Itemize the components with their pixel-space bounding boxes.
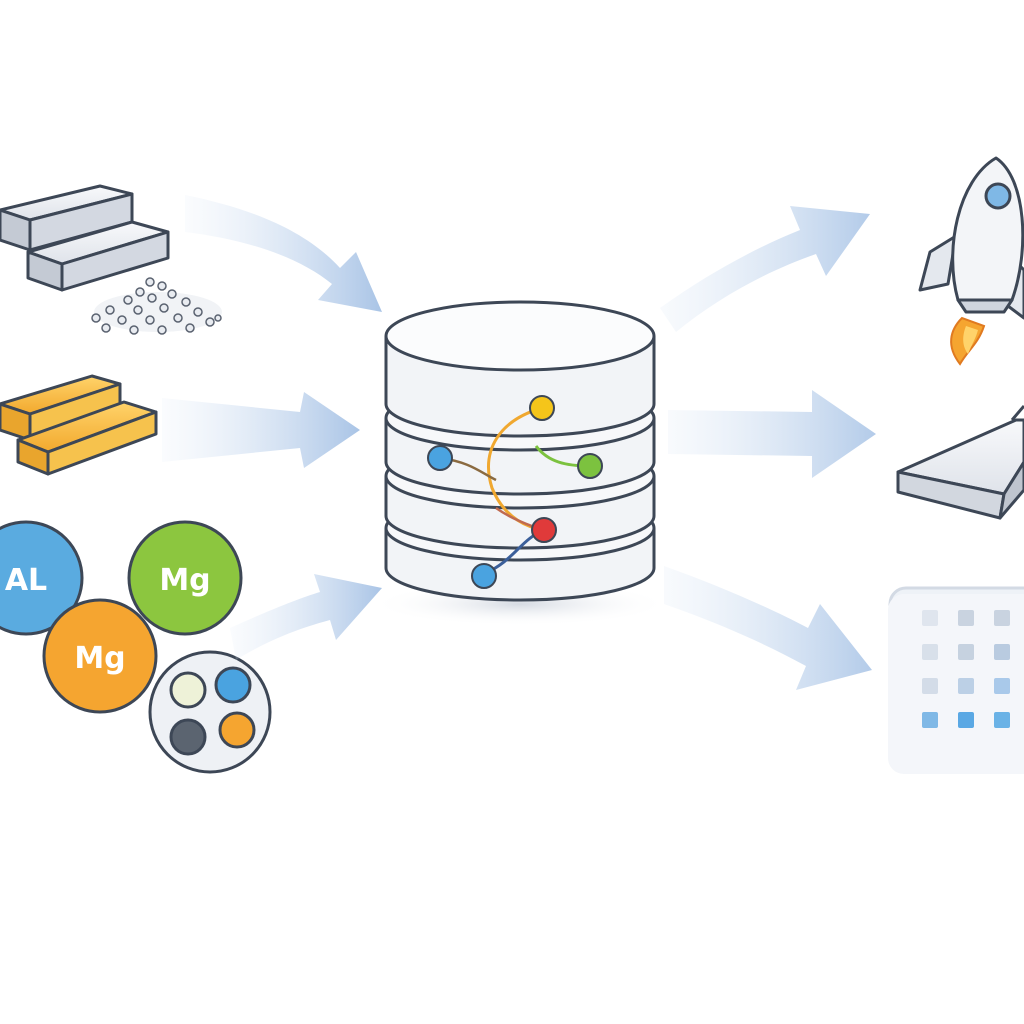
rocket-icon bbox=[918, 156, 1024, 366]
grid-cell bbox=[958, 678, 974, 694]
element-circle-mg-green: Mg bbox=[127, 520, 243, 636]
grid-cell bbox=[922, 644, 938, 660]
element-label-mg-green: Mg bbox=[159, 563, 210, 598]
output-arrow-middle bbox=[668, 390, 876, 478]
input-arrow-top bbox=[185, 195, 382, 312]
grid-cell bbox=[922, 678, 938, 694]
input-arrow-bottom bbox=[230, 574, 382, 660]
database-icon bbox=[370, 300, 670, 626]
graph-node-yellow bbox=[529, 395, 555, 421]
element-circle-mg-orange: Mg bbox=[42, 598, 158, 714]
grid-cell bbox=[994, 610, 1010, 626]
output-arrow-bottom bbox=[664, 566, 872, 690]
graph-node-blue-bottom bbox=[471, 563, 497, 589]
silver-ingots-icon bbox=[0, 184, 170, 292]
graph-node-blue-left bbox=[427, 445, 453, 471]
metal-plate-icon bbox=[896, 405, 1024, 520]
element-mixture-icon bbox=[148, 650, 272, 774]
metal-powder-icon bbox=[91, 277, 222, 335]
element-circle-al: AL bbox=[0, 520, 84, 636]
graph-node-red bbox=[531, 517, 557, 543]
grid-cell bbox=[922, 712, 938, 728]
grid-cell bbox=[994, 712, 1010, 728]
sample-grid-icon bbox=[888, 586, 1024, 774]
element-label-al: AL bbox=[5, 563, 47, 598]
grid-cell bbox=[958, 712, 974, 728]
graph-node-green bbox=[577, 453, 603, 479]
grid-cell bbox=[994, 678, 1010, 694]
grid-cell bbox=[922, 610, 938, 626]
grid-cell bbox=[958, 644, 974, 660]
grid-cell bbox=[958, 610, 974, 626]
output-arrow-top bbox=[660, 206, 870, 332]
grid-cell bbox=[994, 644, 1010, 660]
input-arrow-middle bbox=[162, 392, 360, 468]
gold-ingots-icon bbox=[0, 374, 158, 476]
data-network-graph bbox=[427, 395, 603, 589]
element-label-mg-orange: Mg bbox=[74, 641, 125, 676]
